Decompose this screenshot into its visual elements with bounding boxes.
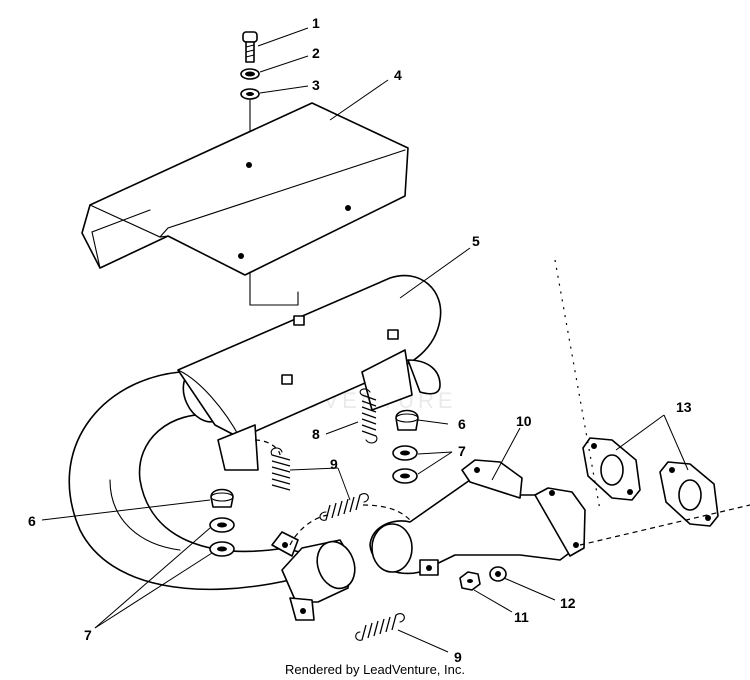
part-nut[interactable] [459, 571, 481, 591]
callout-4: 4 [394, 67, 402, 83]
callout-3: 3 [312, 77, 320, 93]
callout-13: 13 [676, 399, 692, 415]
callout-7-left: 7 [84, 627, 92, 643]
part-spring-8[interactable] [359, 388, 378, 444]
part-gasket-rear[interactable] [659, 461, 719, 527]
part-spring-9-lower[interactable] [355, 613, 405, 641]
part-washer-left-lower[interactable] [209, 541, 235, 557]
part-muffler[interactable] [177, 274, 442, 471]
part-heat-shield[interactable] [81, 102, 409, 276]
part-spring-9-upper[interactable] [270, 447, 291, 491]
callout-1: 1 [312, 15, 320, 31]
part-bolt[interactable] [242, 31, 258, 63]
leader-lines [41, 27, 689, 653]
callout-12: 12 [560, 595, 576, 611]
part-grommet-left[interactable] [210, 488, 234, 508]
part-grommet-right[interactable] [395, 409, 419, 431]
callout-9-upper: 9 [330, 456, 338, 472]
callout-9-lower: 9 [454, 649, 462, 665]
callout-6-right: 6 [458, 416, 466, 432]
part-flat-washer[interactable] [240, 88, 260, 100]
callout-10: 10 [516, 413, 532, 429]
callout-2: 2 [312, 45, 320, 61]
callout-5: 5 [472, 233, 480, 249]
part-lock-washer[interactable] [240, 68, 260, 80]
part-washer-12[interactable] [489, 566, 507, 582]
part-gasket-front[interactable] [582, 437, 641, 501]
part-spring-9-middle[interactable] [319, 493, 369, 521]
part-washer-right-upper[interactable] [392, 445, 418, 461]
footer-credit: Rendered by LeadVenture, Inc. [285, 662, 465, 677]
part-washer-left-upper[interactable] [209, 517, 235, 533]
callout-11: 11 [514, 609, 529, 625]
callout-8: 8 [312, 426, 320, 442]
part-washer-right-lower[interactable] [392, 468, 418, 484]
callout-7-right: 7 [458, 443, 466, 459]
callout-6-left: 6 [28, 513, 36, 529]
